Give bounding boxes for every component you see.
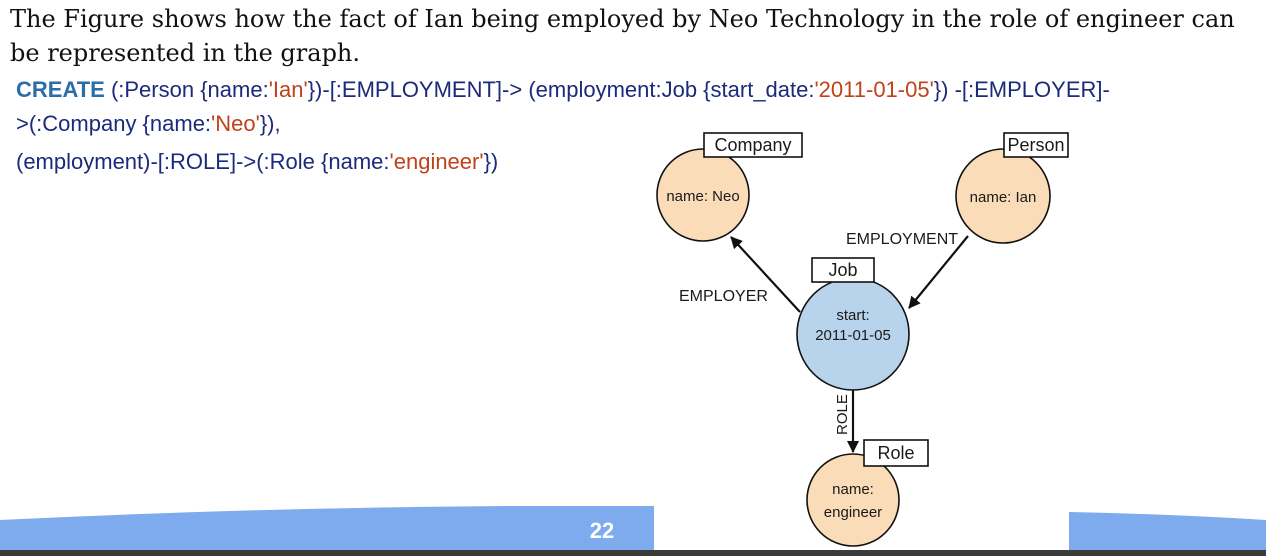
- node-job-prop-line-1: start:: [836, 307, 869, 324]
- footer-band-right: [1069, 512, 1266, 552]
- edge-employer: [730, 236, 801, 313]
- footer-bar: [0, 550, 1266, 556]
- node-company: name: Neo Company: [656, 132, 803, 242]
- cypher-code-line-3: (employment)-[:ROLE]->(:Role {name:'engi…: [16, 144, 1256, 180]
- node-job: start: 2011-01-05 Job: [796, 257, 910, 391]
- page-number: 22: [589, 518, 615, 543]
- node-company-prop: name: Neo: [666, 188, 739, 205]
- edge-employment: [908, 235, 969, 309]
- edge-label-employment: EMPLOYMENT: [846, 231, 958, 248]
- code-segment-string: 'engineer': [389, 149, 484, 174]
- intro-paragraph: The Figure shows how the fact of Ian bei…: [10, 5, 1235, 67]
- code-segment-string: 'Ian': [268, 77, 308, 102]
- cypher-code-line-2: >(:Company {name:'Neo'}),: [16, 106, 1256, 142]
- code-segment-text: })-[:EMPLOYMENT]-> (employment:Job {star…: [307, 77, 815, 102]
- node-person-prop: name: Ian: [970, 189, 1037, 206]
- node-person-label: Person: [1007, 135, 1064, 155]
- node-role: name: engineer Role: [806, 439, 929, 547]
- code-segment-text: }),: [259, 111, 281, 136]
- code-segment-string: '2011-01-05': [814, 77, 934, 102]
- code-segment-text: }): [483, 149, 499, 174]
- node-role-label: Role: [877, 443, 914, 463]
- cypher-code-line-1: CREATE (:Person {name:'Ian'})-[:EMPLOYME…: [16, 72, 1256, 108]
- node-job-label: Job: [828, 260, 857, 280]
- node-company-label: Company: [714, 135, 791, 155]
- code-segment-text: (employment)-[:ROLE]->(:Role {name:: [16, 149, 390, 174]
- edge-label-role: ROLE: [834, 394, 851, 435]
- node-person: name: Ian Person: [955, 132, 1069, 244]
- edge-label-employer: EMPLOYER: [679, 288, 768, 305]
- node-role-prop-line-2: engineer: [824, 504, 882, 521]
- code-segment-text: }) -[:EMPLOYER]-: [933, 77, 1110, 102]
- node-job-prop-line-2: 2011-01-05: [815, 327, 891, 344]
- node-role-prop-line-1: name:: [832, 481, 874, 498]
- code-segment-text: (:Person {name:: [104, 77, 269, 102]
- code-segment-keyword: CREATE: [16, 77, 105, 102]
- code-segment-string: 'Neo': [211, 111, 260, 136]
- code-segment-text: >(:Company {name:: [16, 111, 212, 136]
